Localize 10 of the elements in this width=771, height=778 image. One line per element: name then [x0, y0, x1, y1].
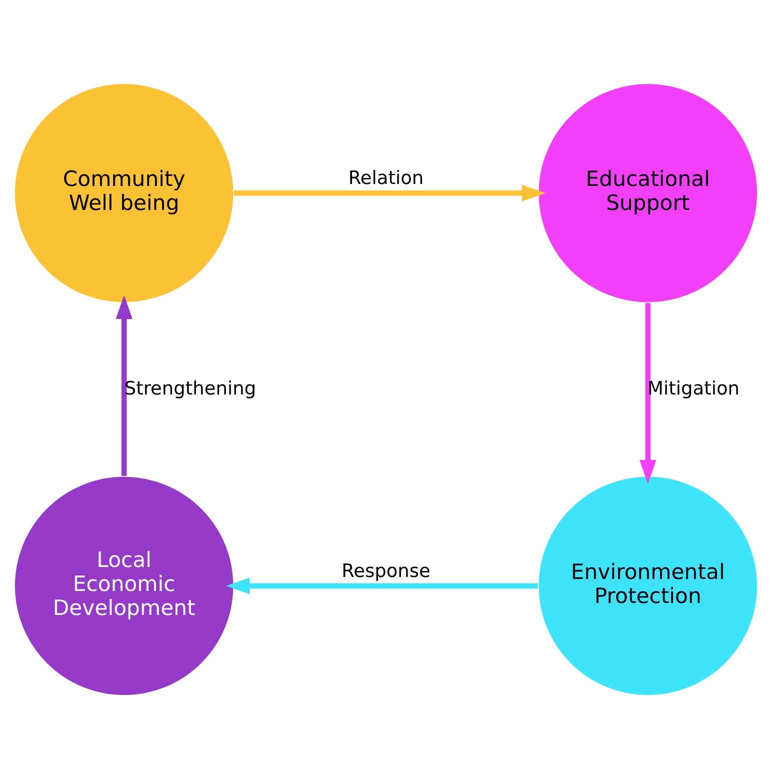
arrow [115, 294, 132, 476]
edge-label: Relation [348, 168, 424, 189]
arrow [639, 302, 656, 484]
arrow [233, 184, 546, 201]
node-circle: Local Economic Development [13, 474, 234, 696]
node-circle: Community Well being [13, 82, 234, 304]
arrow [225, 577, 538, 594]
edge-label: Response [341, 560, 430, 582]
node-circle: Educational Support [536, 82, 758, 304]
node-circle: Environmental Protection [536, 474, 758, 696]
